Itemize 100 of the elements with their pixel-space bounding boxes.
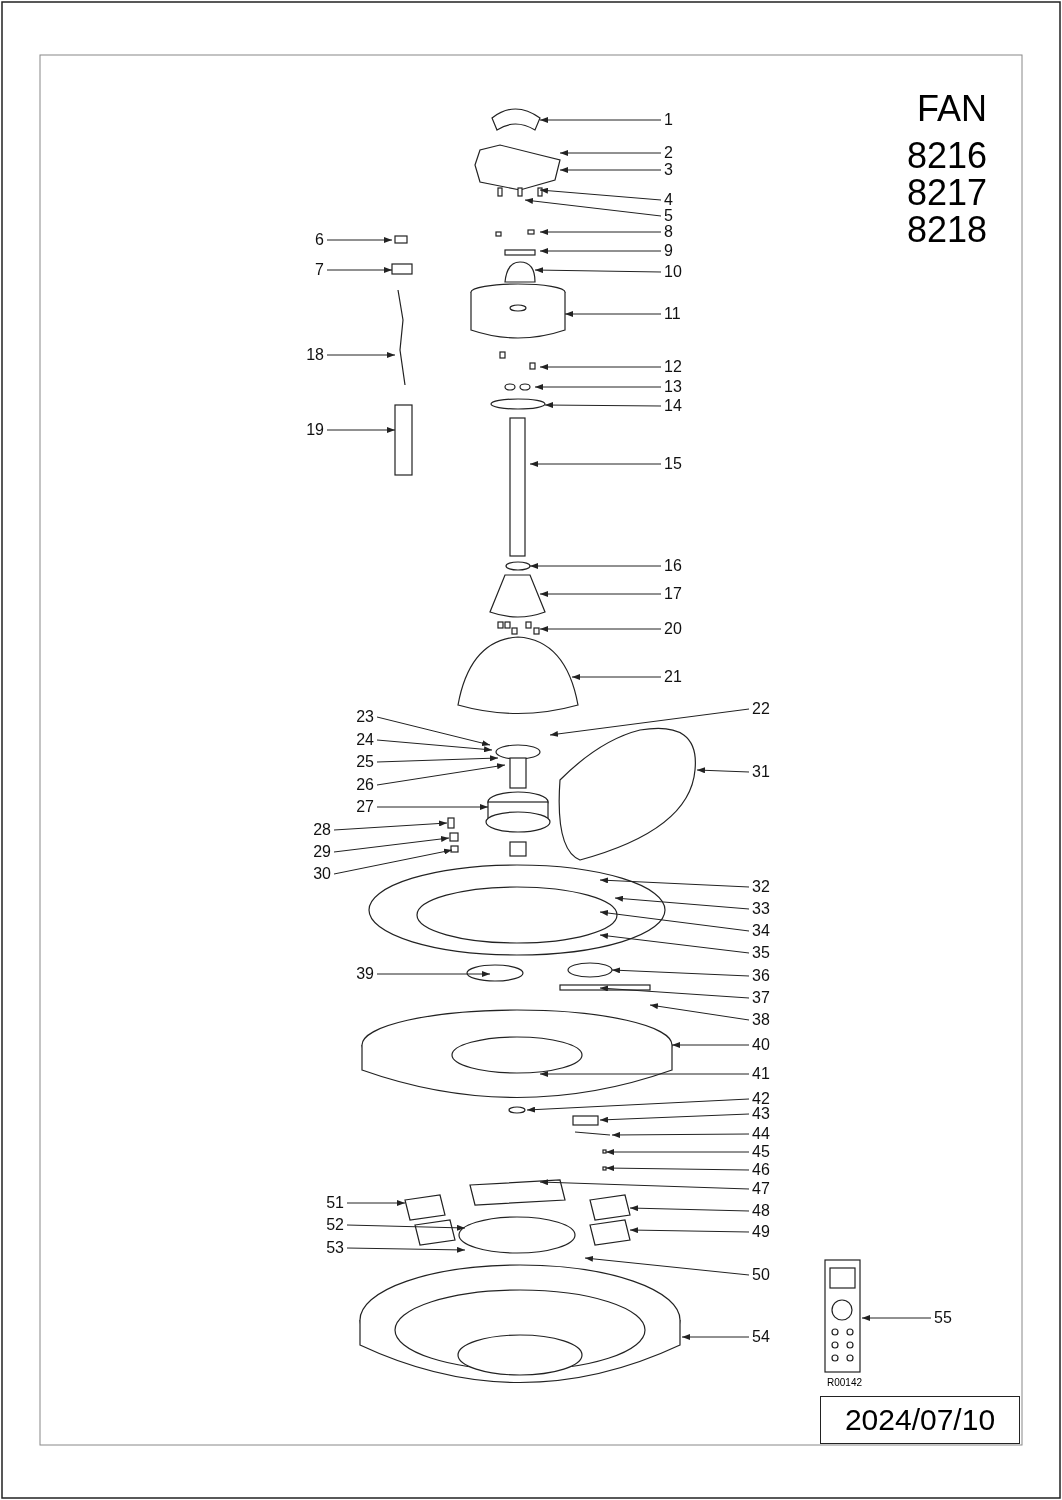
leader-line <box>333 836 450 853</box>
callout-number: 25 <box>356 752 374 772</box>
callout-number: 45 <box>752 1142 770 1162</box>
callout-number: 2 <box>664 143 673 163</box>
callout-number: 24 <box>356 730 374 750</box>
leader-line <box>681 1334 750 1340</box>
callout-number: 35 <box>752 943 770 963</box>
leader-line <box>529 461 662 467</box>
leader-line <box>584 1255 750 1276</box>
callout-number: 20 <box>664 619 682 639</box>
callout-number: 32 <box>752 877 770 897</box>
callout-number: 26 <box>356 775 374 795</box>
callout-number: 6 <box>315 230 324 250</box>
leader-line <box>539 626 662 632</box>
callout-number: 11 <box>664 304 681 324</box>
leader-line <box>611 1131 750 1138</box>
leader-line <box>326 352 396 358</box>
leader-line <box>599 985 750 999</box>
callout-number: 27 <box>356 797 374 817</box>
callout-number: 47 <box>752 1179 770 1199</box>
callout-number: 50 <box>752 1265 770 1285</box>
leader-line <box>534 267 662 274</box>
leader-line <box>614 895 750 910</box>
callout-number: 30 <box>313 864 331 884</box>
leader-line <box>376 716 491 746</box>
leader-line <box>649 1003 750 1021</box>
callout-number: 41 <box>752 1064 770 1084</box>
callout-number: 15 <box>664 454 682 474</box>
callout-number: 7 <box>315 260 324 280</box>
callout-number: 44 <box>752 1124 770 1144</box>
leader-line <box>326 427 396 433</box>
callout-number: 38 <box>752 1010 770 1030</box>
callout-number: 49 <box>752 1222 770 1242</box>
leader-line <box>346 1246 466 1253</box>
callout-number: 12 <box>664 357 682 377</box>
leader-line <box>376 755 499 763</box>
callout-number: 34 <box>752 921 770 941</box>
leader-line <box>564 311 662 317</box>
callout-number: 54 <box>752 1327 770 1347</box>
leader-line <box>605 1165 750 1172</box>
leader-line <box>559 150 662 156</box>
leader-line <box>529 563 662 569</box>
remote-model-code: R00142 <box>827 1377 863 1388</box>
callout-number: 37 <box>752 988 770 1008</box>
leader-line <box>539 1179 750 1190</box>
callout-number: 3 <box>664 160 673 180</box>
leader-line <box>333 820 448 831</box>
callout-number: 14 <box>664 396 682 416</box>
callout-number: 21 <box>664 667 682 687</box>
callout-number: 55 <box>934 1308 952 1328</box>
callout-number: 18 <box>306 345 324 365</box>
leader-line <box>376 739 493 753</box>
leader-line <box>539 117 662 123</box>
leader-line <box>326 237 393 243</box>
callout-number: 48 <box>752 1201 770 1221</box>
callout-number: 16 <box>664 556 682 576</box>
leader-line <box>346 1224 466 1231</box>
leader-line <box>599 933 750 954</box>
leader-line <box>534 384 662 390</box>
leader-line <box>544 402 662 409</box>
leader-line <box>671 1042 750 1048</box>
leader-line <box>539 1071 750 1077</box>
callout-number: 36 <box>752 966 770 986</box>
leader-line <box>559 167 662 173</box>
callout-number: 10 <box>664 262 682 282</box>
callout-number: 40 <box>752 1035 770 1055</box>
leader-line <box>376 763 506 786</box>
leader-line <box>526 1098 750 1113</box>
leader-line <box>346 1200 406 1206</box>
title: FAN <box>917 88 987 130</box>
callout-number: 22 <box>752 699 770 719</box>
leader-line <box>571 674 662 680</box>
callout-number: 13 <box>664 377 682 397</box>
callout-number: 53 <box>326 1238 344 1258</box>
callout-number: 28 <box>313 820 331 840</box>
leader-line <box>333 848 453 875</box>
leader-line <box>539 364 662 370</box>
leader-line <box>605 1149 750 1155</box>
leader-line <box>696 767 750 774</box>
leader-line <box>599 1113 750 1123</box>
leader-line <box>629 1205 750 1212</box>
leader-line <box>326 267 393 273</box>
callout-number: 33 <box>752 899 770 919</box>
leader-line <box>549 708 750 737</box>
leader-line <box>599 910 750 932</box>
callout-number: 52 <box>326 1215 344 1235</box>
callout-number: 46 <box>752 1160 770 1180</box>
callout-number: 23 <box>356 707 374 727</box>
callout-number: 51 <box>326 1193 344 1213</box>
callout-number: 29 <box>313 842 331 862</box>
callout-number: 1 <box>664 110 673 130</box>
callout-number: 43 <box>752 1104 770 1124</box>
leader-line <box>539 229 662 235</box>
leader-line <box>861 1315 932 1321</box>
callout-number: 17 <box>664 584 682 604</box>
leader-line <box>611 967 750 977</box>
date-box: 2024/07/10 <box>820 1396 1020 1444</box>
leader-line <box>539 591 662 597</box>
leader-line <box>376 804 489 810</box>
callout-number: 31 <box>752 762 770 782</box>
